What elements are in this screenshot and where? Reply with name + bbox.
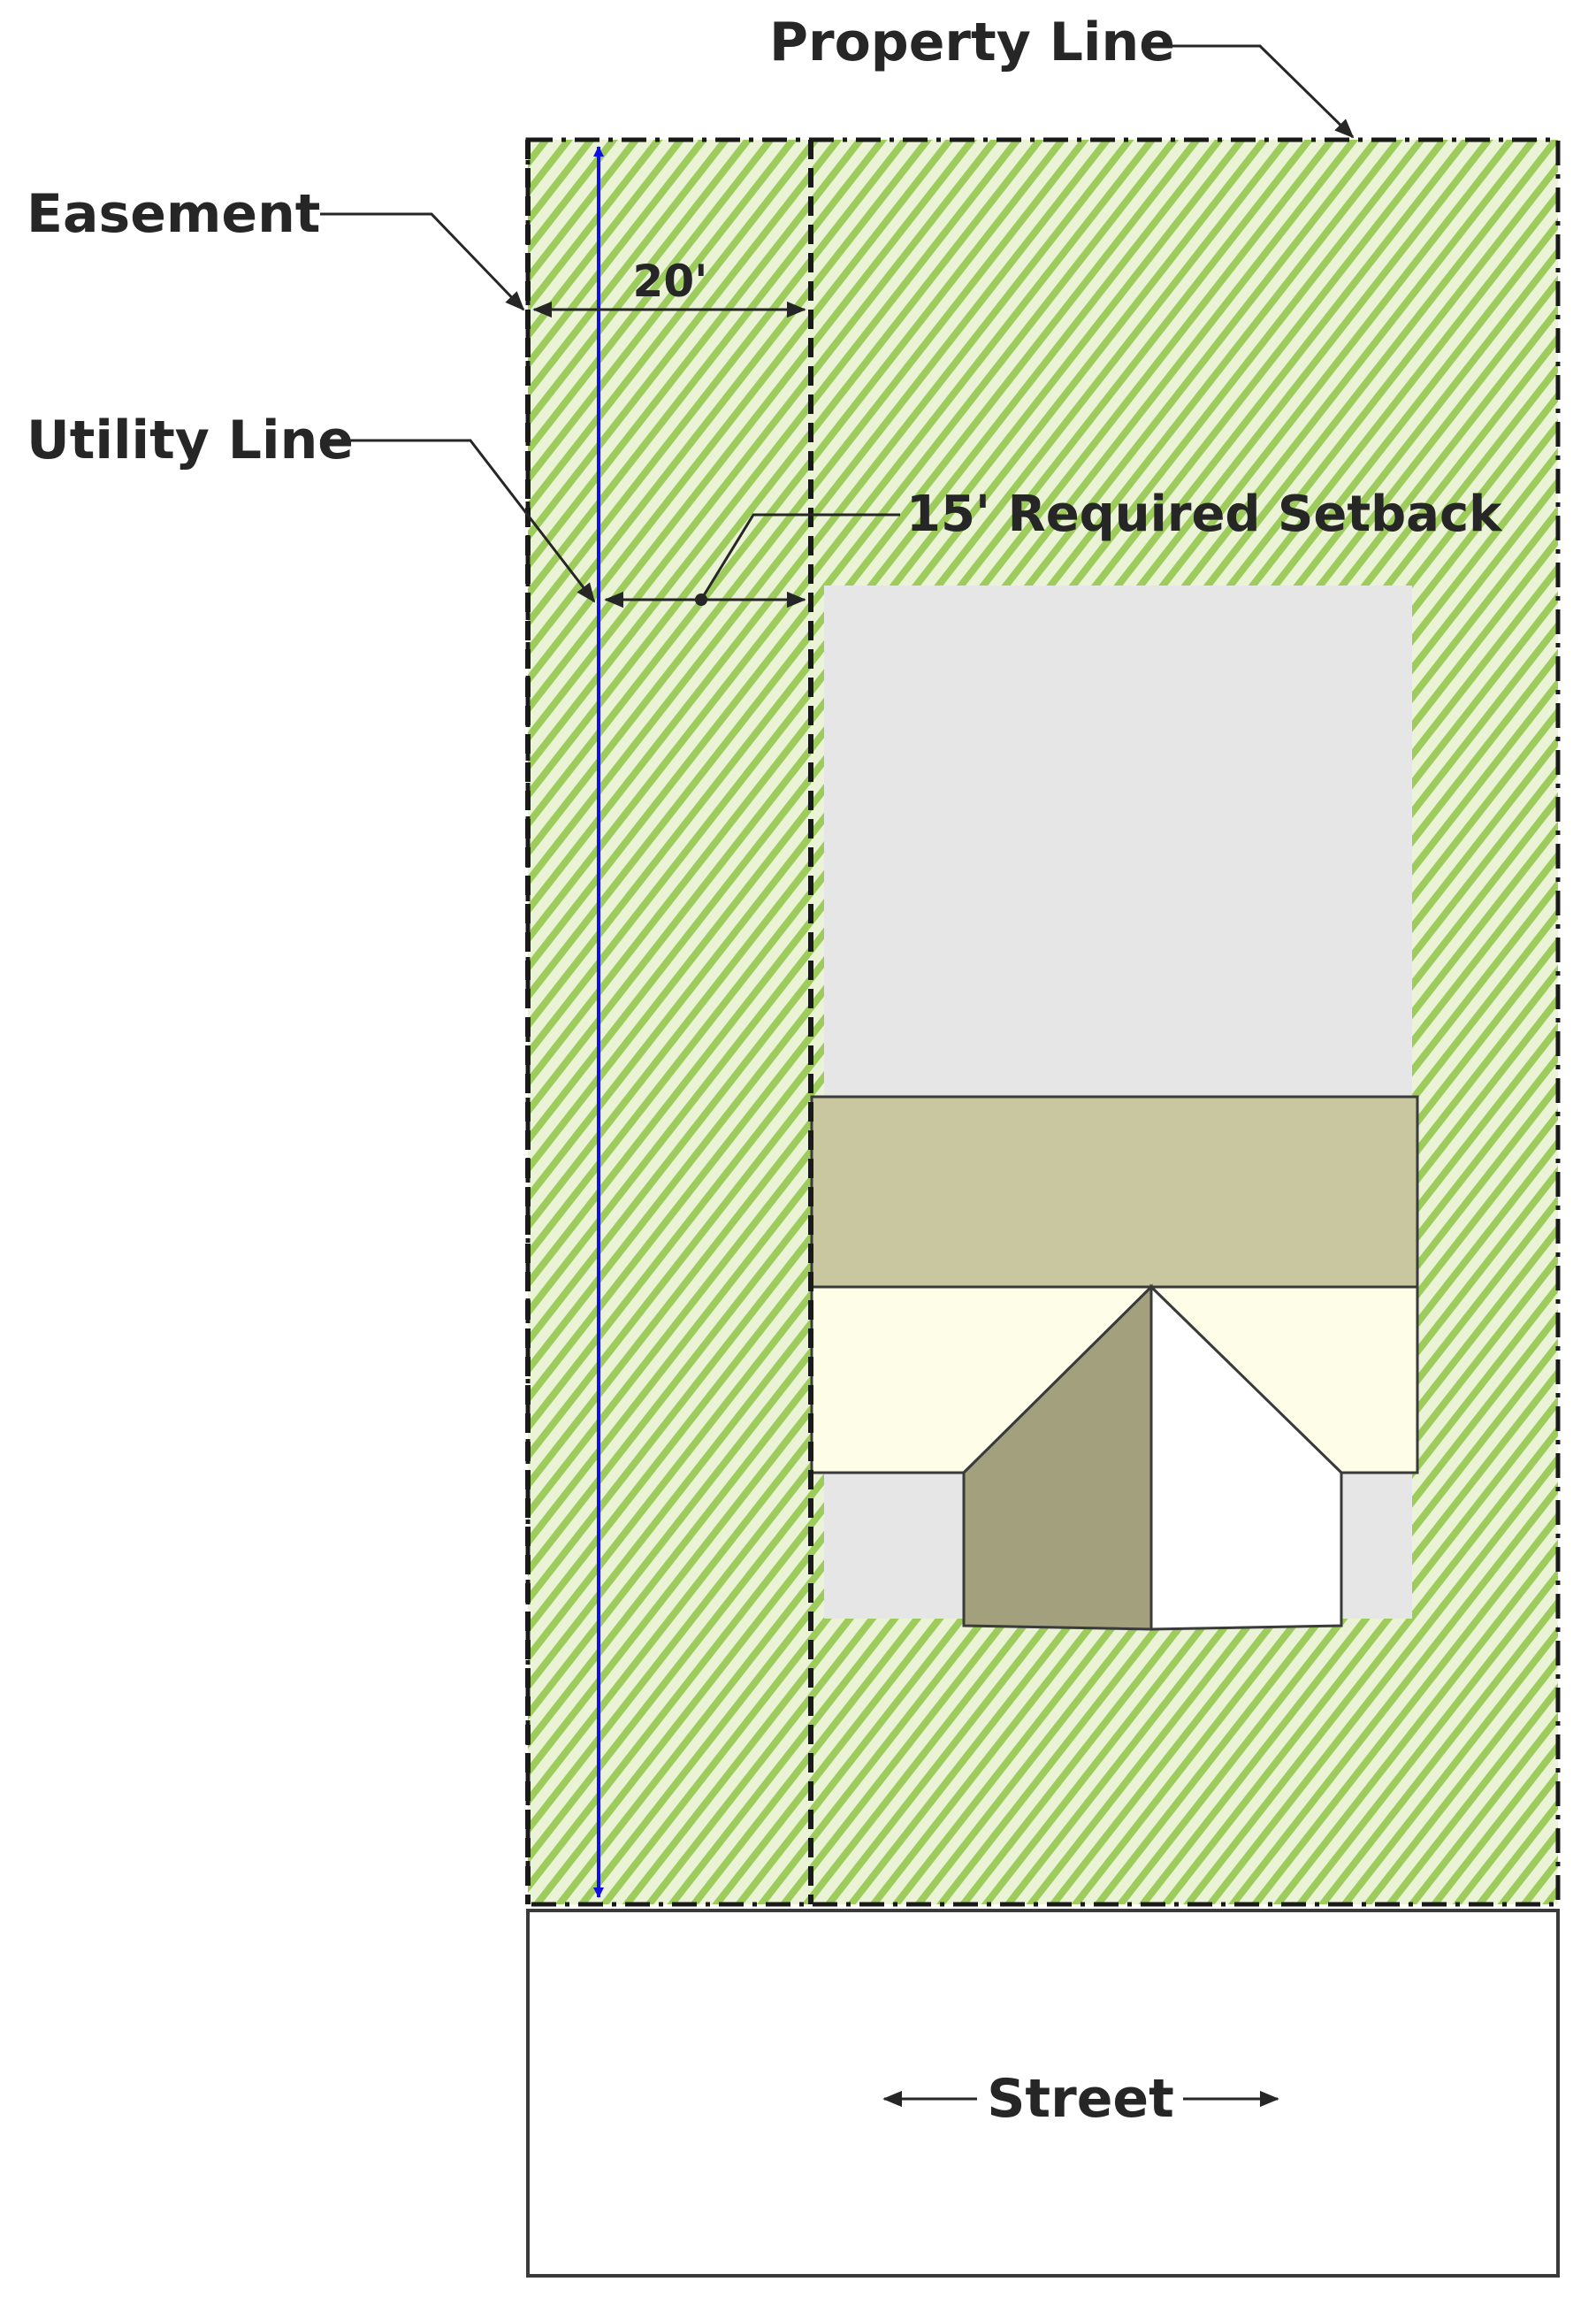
easement-width-label: 20' [633,256,708,307]
house-gable-light [1149,1283,1343,1631]
easement-label: Easement [27,183,321,245]
house [810,1095,1419,1631]
easement-leader [320,212,525,311]
utility-line-leader [320,439,596,603]
street-area [526,1909,1560,2278]
street-label: Street [987,2068,1174,2130]
property-line-leader [1148,44,1355,139]
setback-label: 15' Required Setback [906,486,1503,543]
setback-leader [699,513,900,601]
utility-line-label: Utility Line [27,410,354,471]
property-line-label: Property Line [769,11,1175,73]
house-roof-back [810,1095,1419,1289]
